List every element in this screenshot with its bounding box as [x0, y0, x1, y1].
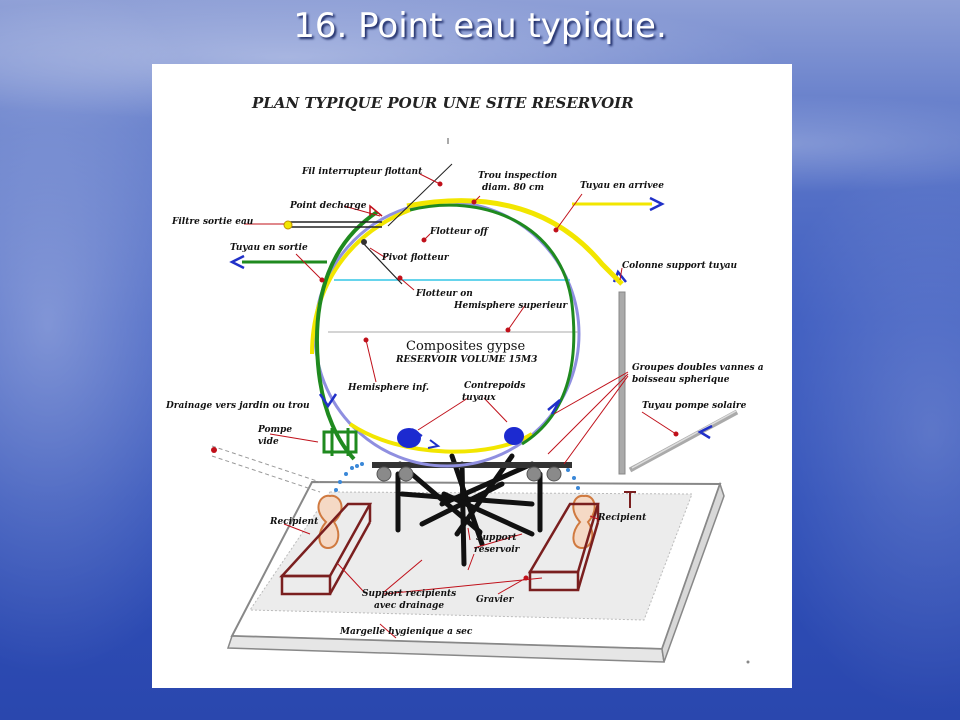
label-gravier: Gravier — [476, 595, 515, 605]
label-pompe-2: vide — [258, 437, 279, 447]
label-tuyau-pompe: Tuyau pompe solaire — [642, 401, 747, 411]
label-flotteur-off: Flotteur off — [429, 227, 489, 237]
label-hemisphere-inf: Hemisphere inf. — [347, 383, 429, 393]
drainage-pipe — [211, 445, 321, 493]
label-contrepoids-2: tuyaux — [462, 393, 496, 403]
label-point-decharge: Point decharge — [289, 201, 367, 211]
label-hemisphere-sup: Hemisphere superieur — [453, 301, 568, 311]
label-recipient-left: Recipient — [269, 517, 319, 527]
float-wire — [387, 163, 453, 227]
label-groupes-2: boisseau spherique — [632, 375, 730, 385]
reservoir-diagram: PLAN TYPIQUE POUR UNE SITE RESERVOIR — [165, 94, 764, 664]
corner-dot — [746, 660, 750, 664]
label-pompe-1: Pompe — [257, 425, 292, 435]
float-pivot — [361, 239, 367, 245]
inlet-arrow — [649, 196, 665, 212]
diagram-heading: PLAN TYPIQUE POUR UNE SITE RESERVOIR — [251, 94, 634, 112]
slide-title: 16. Point eau typique. — [293, 6, 667, 46]
flow-arrow-right — [547, 399, 562, 415]
label-fil-interrupteur: Fil interrupteur flottant — [301, 167, 423, 177]
label-support-reservoir-2: reservoir — [474, 545, 521, 555]
label-flotteur-on: Flotteur on — [415, 289, 473, 299]
outlet-pipe-left — [315, 210, 379, 461]
leader-lines — [244, 173, 679, 639]
float-arm — [361, 241, 403, 285]
label-support-recipients-2: avec drainage — [374, 601, 444, 611]
ball-valves-right — [526, 466, 562, 482]
inlet-pipe-top — [406, 198, 624, 286]
recipient-support-left — [279, 502, 373, 596]
counterweight-left — [397, 428, 421, 448]
filter-outlet — [283, 220, 382, 230]
solar-pump-pipe — [628, 409, 739, 473]
label-reservoir-volume: RESERVOIR VOLUME 15M3 — [395, 355, 537, 365]
label-tuyau-arrivee: Tuyau en arrivee — [580, 181, 664, 191]
label-trou-inspection-1: Trou inspection — [478, 171, 557, 181]
label-contrepoids-1: Contrepoids — [464, 381, 525, 391]
vacuum-pump — [322, 428, 358, 456]
reservoir-support — [395, 453, 543, 567]
label-tuyau-sortie: Tuyau en sortie — [230, 243, 308, 253]
label-pivot-flotteur: Pivot flotteur — [381, 253, 450, 263]
label-colonne-support: Colonne support tuyau — [622, 261, 738, 271]
counterweight-right — [504, 427, 524, 445]
label-drainage: Drainage vers jardin ou trou — [165, 401, 310, 411]
flow-arrow-left — [318, 393, 338, 409]
label-margelle: Margelle hygienique a sec — [339, 627, 473, 637]
corner-post — [624, 491, 636, 508]
ball-valves-left — [376, 466, 414, 482]
label-support-recipients-1: Support recipients — [362, 589, 456, 599]
label-trou-inspection-2: diam. 80 cm — [482, 183, 544, 193]
label-filtre-sortie: Filtre sortie eau — [171, 217, 254, 227]
diagram-panel: PLAN TYPIQUE POUR UNE SITE RESERVOIR — [152, 64, 792, 688]
label-support-reservoir-1: Support — [476, 533, 517, 543]
outlet-arrow — [229, 254, 245, 270]
inlet-pipe-left — [310, 208, 411, 355]
label-groupes-1: Groupes doubles vannes a — [632, 363, 764, 373]
label-composites-gypse: Composites gypse — [406, 339, 525, 354]
label-recipient-right: Recipient — [597, 513, 647, 523]
support-column — [612, 269, 627, 475]
